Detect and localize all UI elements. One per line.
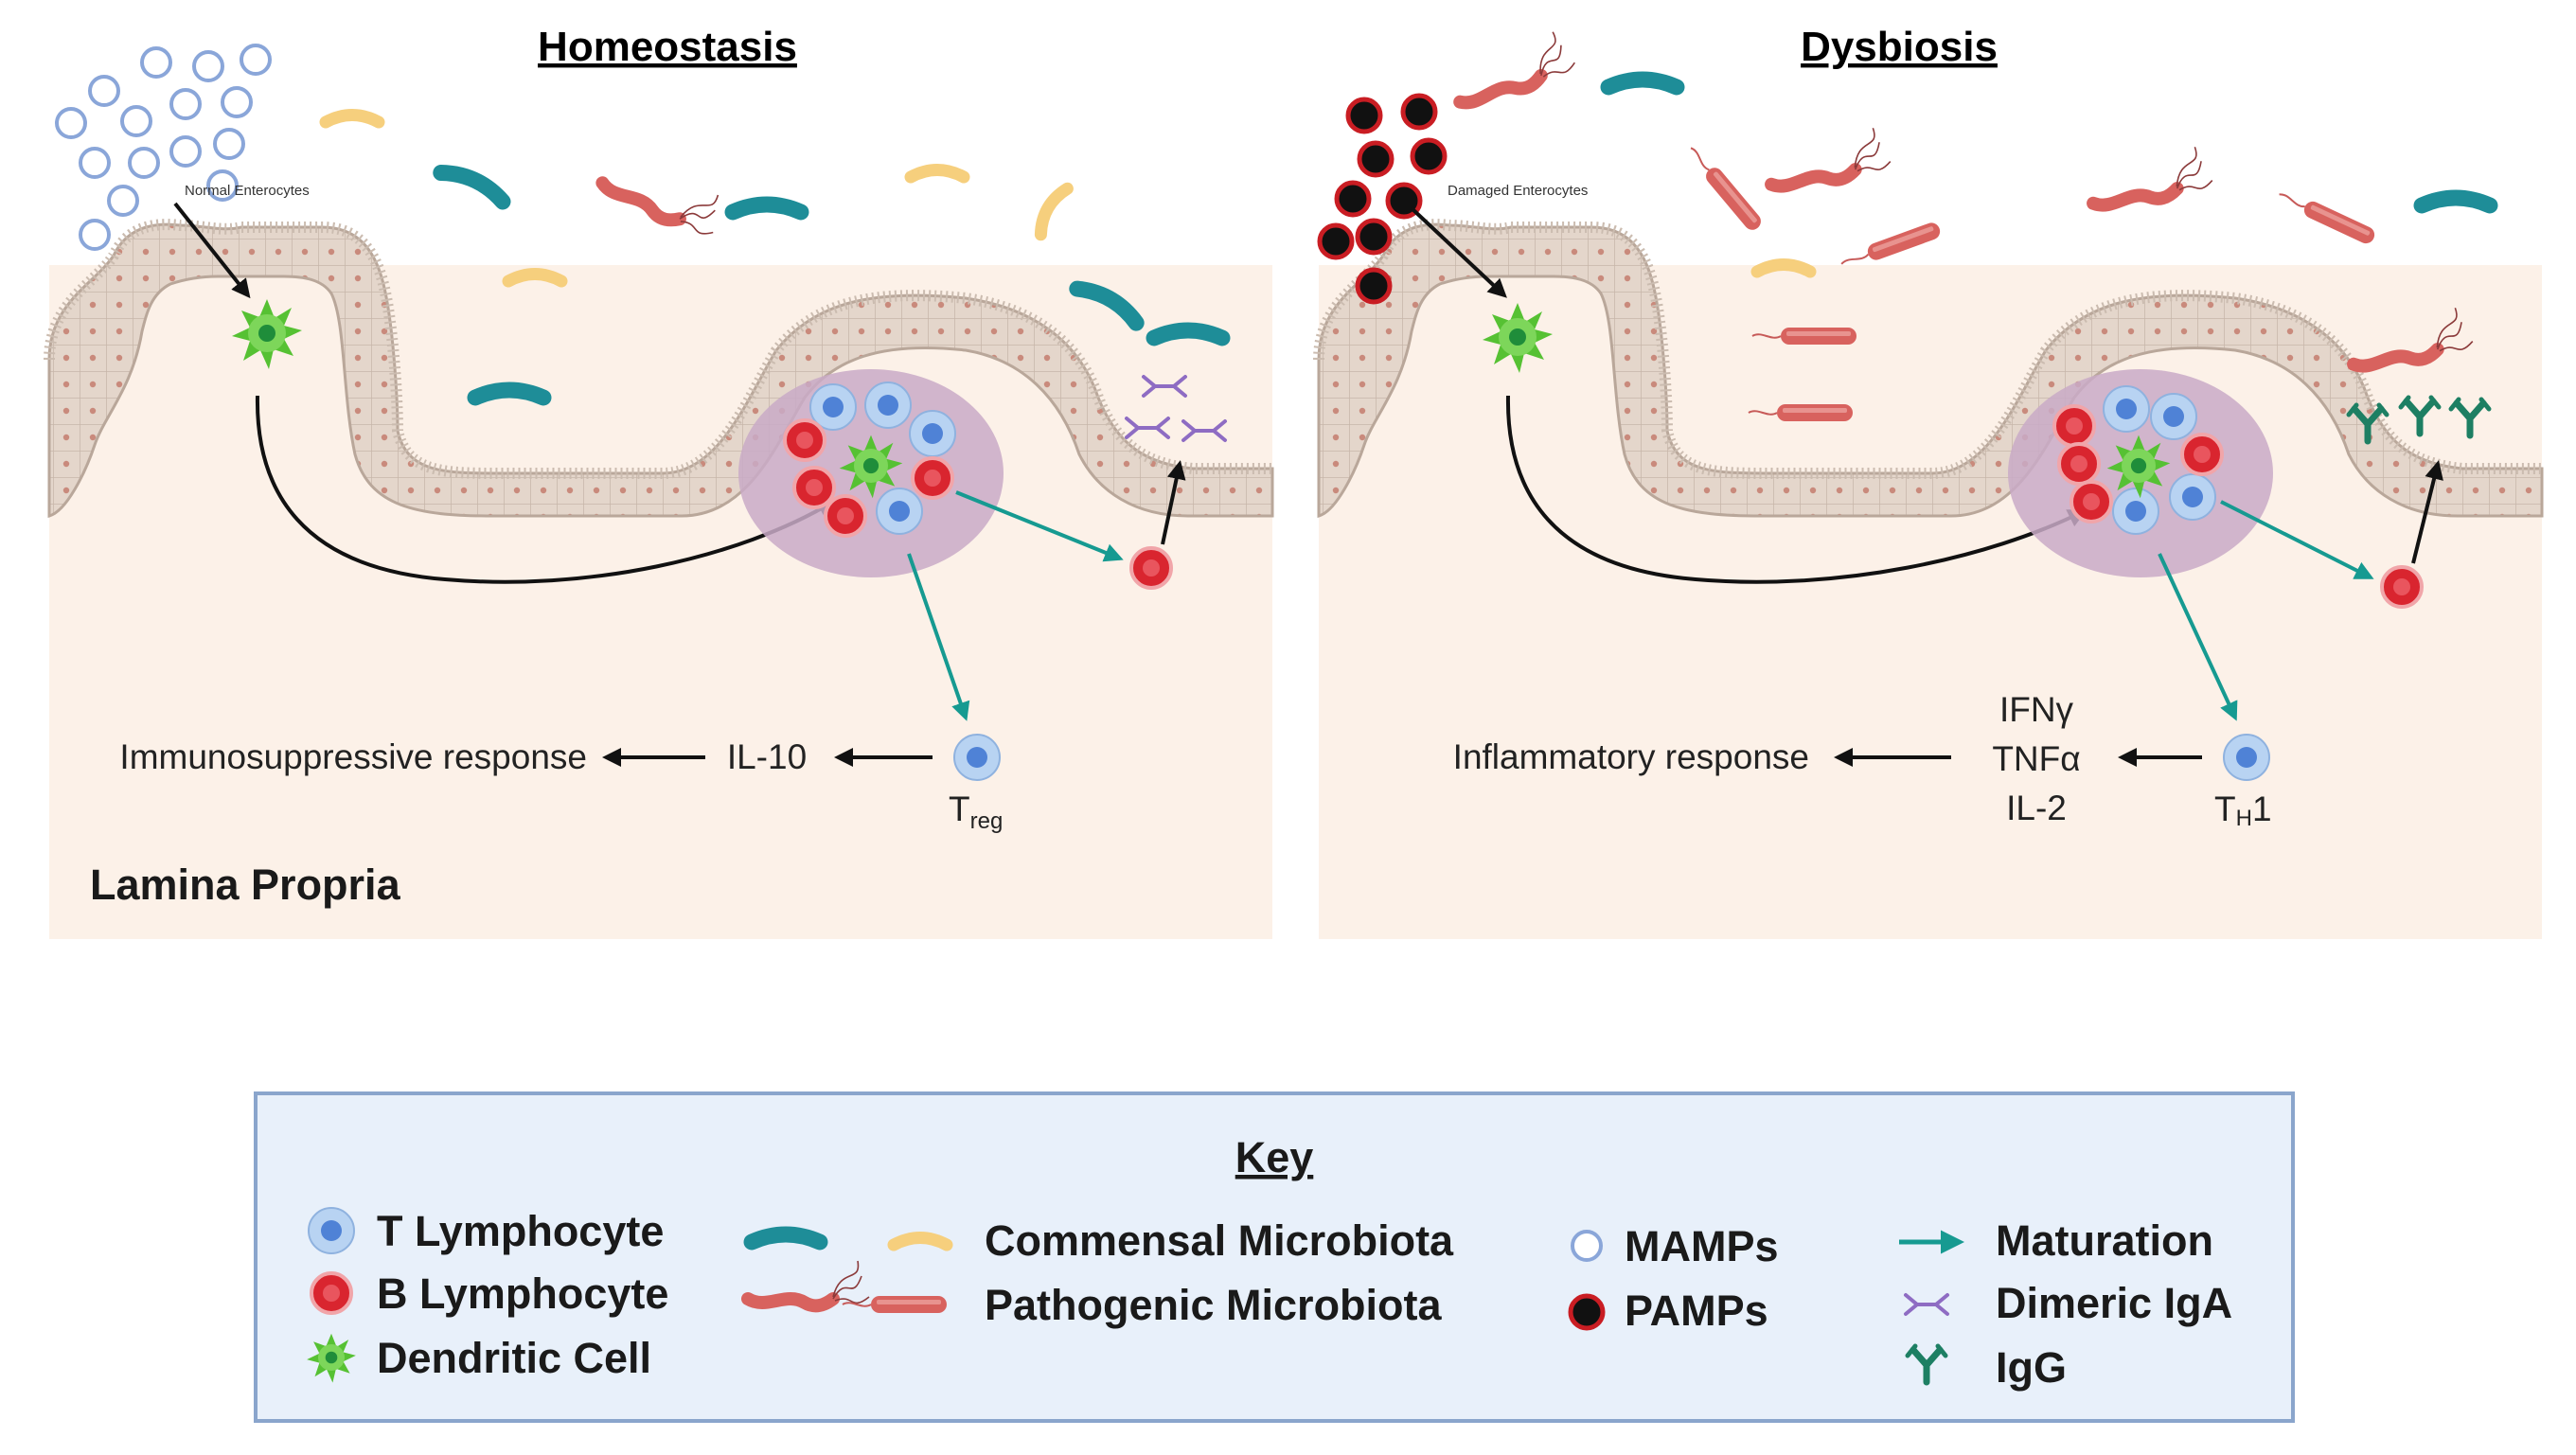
pamps-icon <box>1571 1296 1603 1328</box>
cytokine-tnfa: TNFα <box>1992 739 2080 778</box>
immunosuppressive-response-label: Immunosuppressive response <box>119 737 587 776</box>
key-label-pathogenic-microbiota: Pathogenic Microbiota <box>985 1281 1443 1329</box>
dysbiosis-title: Dysbiosis <box>1801 24 1998 70</box>
th1-cell <box>2223 734 2270 781</box>
key-legend: Key T Lymphocyte B Lymphocyte Dendritic … <box>254 1091 2295 1423</box>
mamps-icon <box>1571 1230 1603 1262</box>
homeostasis-panel: Homeostasis Normal Enterocytes <box>44 24 1274 939</box>
key-label-maturation: Maturation <box>1996 1216 2213 1265</box>
key-label-pamps: PAMPs <box>1625 1286 1768 1335</box>
cytokines-group: IFNγ TNFα IL-2 <box>1992 690 2080 827</box>
damaged-enterocytes-label: Damaged Enterocytes <box>1448 183 1588 199</box>
key-label-commensal-microbiota: Commensal Microbiota <box>985 1216 1454 1265</box>
commensal-microbiota-icon <box>894 1238 947 1246</box>
plasma-b-cell <box>1129 546 1173 590</box>
cytokine-ifng: IFNγ <box>1999 690 2074 729</box>
plasma-b-cell <box>2380 565 2424 609</box>
lamina-propria-label: Lamina Propria <box>90 861 401 909</box>
key-label-t-lymphocyte: T Lymphocyte <box>377 1207 664 1255</box>
key-label-dimeric-iga: Dimeric IgA <box>1996 1279 2232 1327</box>
dysbiosis-panel: Dysbiosis Damaged Enterocytes <box>1313 24 2544 939</box>
epithelium <box>1317 222 2544 518</box>
normal-enterocytes-label: Normal Enterocytes <box>185 183 310 199</box>
key-title: Key <box>1235 1133 1314 1181</box>
treg-label: Treg <box>949 790 1003 834</box>
key-label-b-lymphocyte: B Lymphocyte <box>377 1269 668 1318</box>
th1-label: TH1 <box>2214 790 2272 831</box>
inflammatory-response-label: Inflammatory response <box>1453 737 1809 776</box>
epithelium <box>47 222 1274 518</box>
key-label-igg: IgG <box>1996 1343 2067 1392</box>
t-lymphocyte-icon <box>308 1207 355 1254</box>
homeostasis-title: Homeostasis <box>538 24 797 70</box>
key-label-dendritic-cell: Dendritic Cell <box>377 1334 651 1382</box>
b-lymphocyte-icon <box>310 1271 353 1315</box>
commensal-teal-icon <box>752 1234 820 1242</box>
treg-cell <box>953 734 1001 781</box>
key-label-mamps: MAMPs <box>1625 1222 1779 1270</box>
cytokine-il10: IL-10 <box>727 737 807 776</box>
cytokine-il2: IL-2 <box>2006 789 2067 827</box>
